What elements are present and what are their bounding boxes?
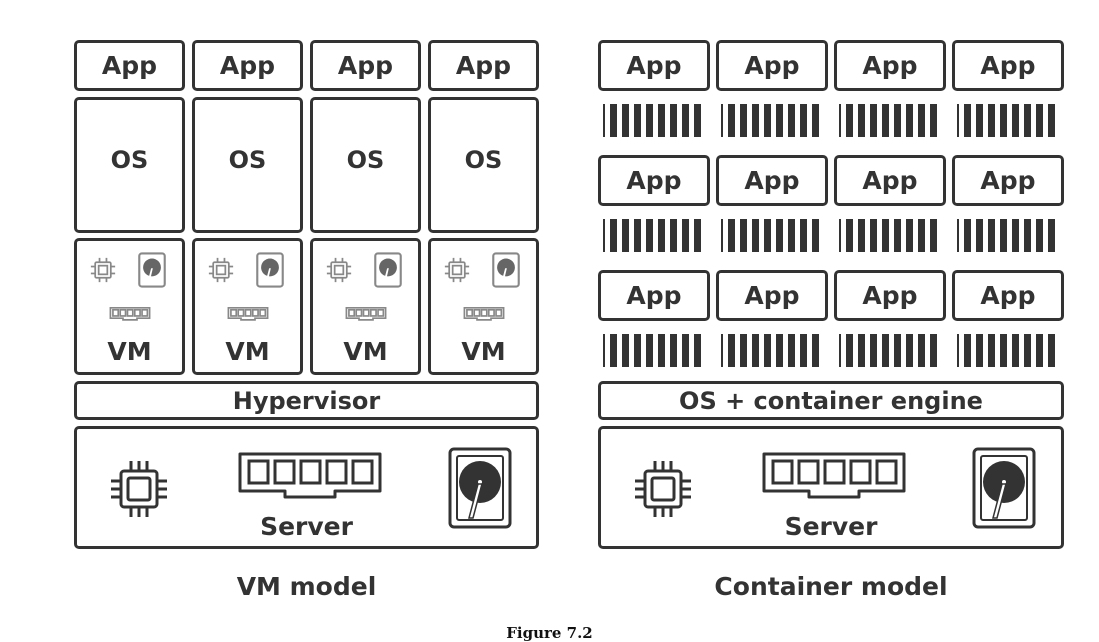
app-label: App [626, 166, 682, 195]
container-layer [716, 96, 828, 145]
app-label: App [626, 281, 682, 310]
container-app-box: App [716, 270, 828, 321]
vm-os-box: OS [310, 97, 421, 233]
server-label: Server [260, 512, 353, 541]
app-label: App [337, 51, 394, 80]
container-app-box: App [598, 155, 710, 206]
container-server-box: Server [598, 426, 1064, 549]
os-label: OS [464, 146, 503, 174]
cpu-icon [90, 257, 116, 283]
app-label: App [744, 166, 800, 195]
container-model-caption: Container model [714, 572, 948, 601]
os-label: OS [228, 146, 267, 174]
container-layer [834, 96, 946, 145]
container-app-box: App [716, 155, 828, 206]
container-app-box: App [834, 155, 946, 206]
container-layer [834, 211, 946, 260]
memory-icon [762, 452, 906, 499]
vm-label: VM [343, 337, 388, 366]
container-layer [598, 96, 710, 145]
container-layer [834, 326, 946, 375]
container-layer [952, 211, 1064, 260]
app-label: App [219, 51, 276, 80]
container-app-box: App [952, 155, 1064, 206]
app-label: App [862, 51, 918, 80]
memory-icon [227, 307, 269, 321]
vm-label: VM [107, 337, 152, 366]
cpu-icon [208, 257, 234, 283]
container-engine-bar: OS + container engine [598, 381, 1064, 420]
container-engine-label: OS + container engine [679, 386, 983, 415]
container-app-box: App [834, 270, 946, 321]
vm-box: VM [428, 238, 539, 375]
app-label: App [862, 281, 918, 310]
os-label: OS [110, 146, 149, 174]
vm-os-box: OS [192, 97, 303, 233]
container-app-box: App [598, 40, 710, 91]
app-label: App [980, 281, 1036, 310]
vm-box: VM [74, 238, 185, 375]
container-layer [716, 326, 828, 375]
hypervisor-label: Hypervisor [232, 386, 381, 415]
memory-icon [109, 307, 151, 321]
container-layer [598, 211, 710, 260]
cpu-icon [635, 461, 691, 517]
vm-server-box: Server [74, 426, 539, 549]
figure-caption: Figure 7.2 [506, 624, 593, 642]
vm-label: VM [225, 337, 270, 366]
app-label: App [980, 51, 1036, 80]
app-label: App [455, 51, 512, 80]
cpu-icon [326, 257, 352, 283]
app-label: App [980, 166, 1036, 195]
container-app-box: App [952, 40, 1064, 91]
os-label: OS [346, 146, 385, 174]
hypervisor-bar: Hypervisor [74, 381, 539, 420]
disk-icon [972, 447, 1036, 529]
container-app-box: App [598, 270, 710, 321]
server-label: Server [784, 512, 878, 541]
vm-os-box: OS [428, 97, 539, 233]
container-app-box: App [952, 270, 1064, 321]
disk-icon [256, 252, 284, 288]
vm-app-box: App [310, 40, 421, 91]
container-layer [598, 326, 710, 375]
app-label: App [744, 281, 800, 310]
memory-icon [345, 307, 387, 321]
vm-app-box: App [428, 40, 539, 91]
vm-label: VM [461, 337, 506, 366]
app-label: App [626, 51, 682, 80]
vm-app-box: App [192, 40, 303, 91]
app-label: App [101, 51, 158, 80]
cpu-icon [444, 257, 470, 283]
app-label: App [862, 166, 918, 195]
container-layer [952, 326, 1064, 375]
disk-icon [492, 252, 520, 288]
cpu-icon [111, 461, 167, 517]
container-layer [952, 96, 1064, 145]
container-app-box: App [716, 40, 828, 91]
container-app-box: App [834, 40, 946, 91]
app-label: App [744, 51, 800, 80]
vm-app-box: App [74, 40, 185, 91]
memory-icon [463, 307, 505, 321]
vm-box: VM [192, 238, 303, 375]
disk-icon [138, 252, 166, 288]
container-layer [716, 211, 828, 260]
memory-icon [238, 452, 382, 499]
vm-box: VM [310, 238, 421, 375]
vm-os-box: OS [74, 97, 185, 233]
disk-icon [448, 447, 512, 529]
disk-icon [374, 252, 402, 288]
vm-model-caption: VM model [236, 572, 377, 601]
